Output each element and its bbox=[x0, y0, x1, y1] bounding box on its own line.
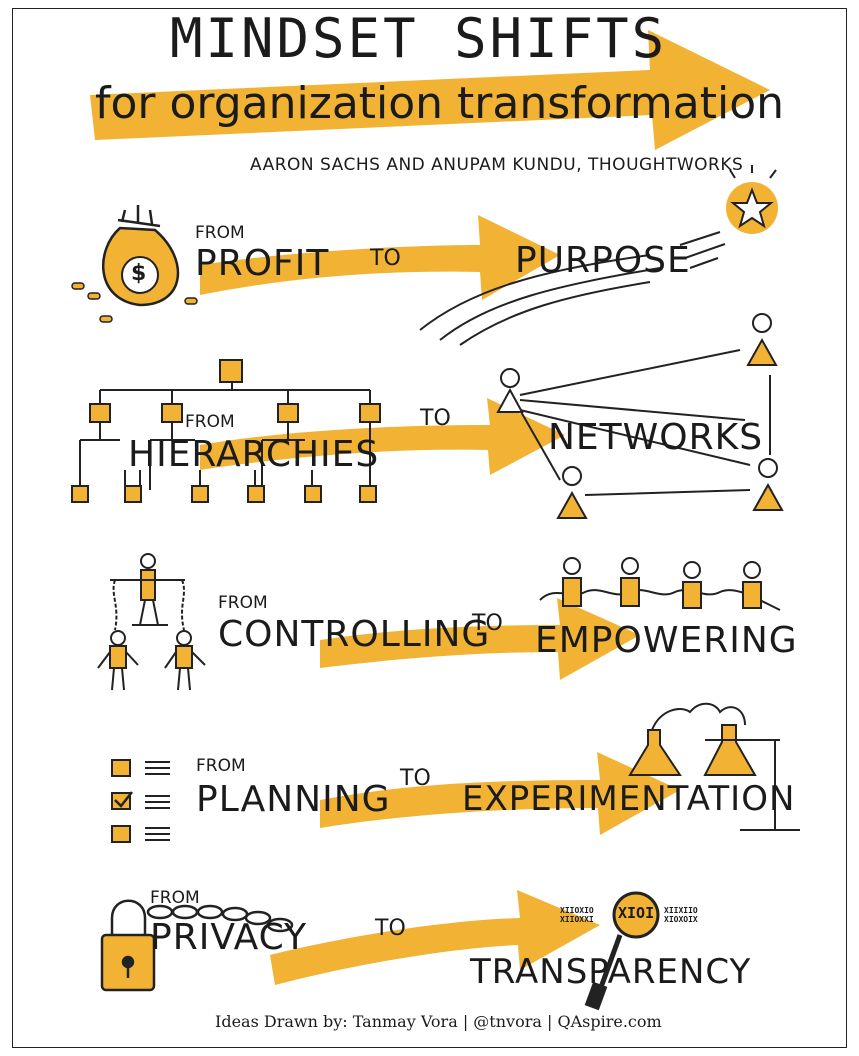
shooting-star-icon bbox=[726, 165, 778, 234]
binary-left-1: XIIOXIO bbox=[560, 906, 594, 915]
row4-to-word: EXPERIMENTATION bbox=[462, 779, 796, 819]
page-border bbox=[12, 8, 847, 1048]
binary-left-2: XIIOXXI bbox=[560, 915, 594, 924]
row5-to-word: TRANSPARENCY bbox=[470, 952, 752, 992]
page-title: MINDSET SHIFTS bbox=[170, 7, 668, 70]
lab-flasks-icon bbox=[628, 702, 800, 831]
magnifying-glass-icon bbox=[584, 891, 660, 1011]
row4-from-label: FROM bbox=[196, 756, 246, 776]
profit-purpose-arrow bbox=[200, 215, 726, 346]
privacy-transparency-arrow bbox=[270, 890, 600, 985]
org-chart-icon bbox=[71, 359, 381, 503]
row3-from-word: CONTROLLING bbox=[218, 614, 491, 655]
row2-from-word: HIERARCHIES bbox=[128, 434, 380, 475]
row1-to-word: PURPOSE bbox=[515, 240, 691, 281]
row3-to-word: EMPOWERING bbox=[535, 620, 798, 661]
checklist-icon bbox=[111, 759, 170, 843]
row2-to-label: TO bbox=[420, 406, 451, 431]
row3-to-label: TO bbox=[472, 611, 503, 636]
row2-to-word: NETWORKS bbox=[548, 417, 764, 458]
binary-right-2: XIOXOIX bbox=[664, 915, 698, 924]
binary-right-1: XIIXIIO bbox=[664, 906, 698, 915]
row4-from-word: PLANNING bbox=[196, 779, 391, 820]
row5-to-label: TO bbox=[375, 916, 406, 941]
row3-from-label: FROM bbox=[218, 593, 268, 613]
row1-from-word: PROFIT bbox=[195, 243, 330, 284]
binary-center: XIOI bbox=[618, 904, 655, 922]
row1-from-label: FROM bbox=[195, 223, 245, 243]
planning-experimentation-arrow bbox=[320, 752, 680, 835]
page-subtitle: for organization transformation bbox=[95, 78, 785, 129]
puppet-master-icon bbox=[97, 553, 206, 691]
row4-to-label: TO bbox=[400, 766, 431, 791]
authors-line: AARON SACHS AND ANUPAM KUNDU, THOUGHTWOR… bbox=[250, 155, 744, 175]
title-arrow bbox=[90, 30, 770, 150]
row2-from-label: FROM bbox=[185, 412, 235, 432]
controlling-empowering-arrow bbox=[320, 598, 640, 680]
credit-line: Ideas Drawn by: Tanmay Vora | @tnvora | … bbox=[215, 1012, 662, 1031]
row5-from-label: FROM bbox=[150, 888, 200, 908]
dollar-sign: $ bbox=[131, 261, 147, 286]
row1-to-label: TO bbox=[370, 246, 401, 271]
row5-from-word: PRIVACY bbox=[150, 917, 308, 958]
money-bag-icon bbox=[71, 205, 198, 323]
people-holding-hands-icon bbox=[539, 557, 781, 611]
hierarchies-networks-arrow bbox=[200, 398, 565, 475]
people-network-icon bbox=[496, 313, 784, 519]
padlock-chain-icon bbox=[100, 899, 294, 992]
